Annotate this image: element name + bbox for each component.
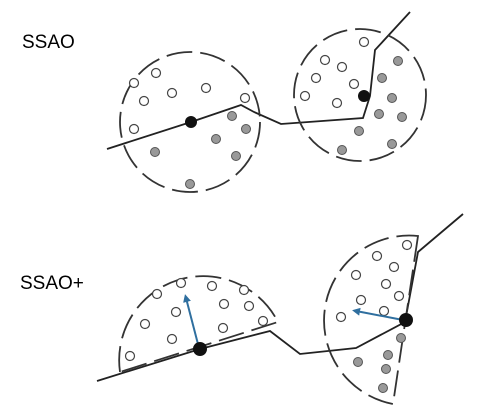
sample-filled xyxy=(227,111,237,121)
label-ssao: SSAO xyxy=(22,32,75,53)
sample-filled xyxy=(393,56,403,66)
sample-sphere-right xyxy=(293,28,427,162)
sample-open xyxy=(393,290,405,302)
sample-filled xyxy=(241,124,251,134)
ssao-plus-group xyxy=(96,213,464,406)
open-samples-bottom-left xyxy=(124,277,269,362)
sample-filled xyxy=(387,139,397,149)
sample-open xyxy=(128,77,140,89)
sample-open xyxy=(124,350,136,362)
sample-open xyxy=(239,92,251,104)
sample-open xyxy=(331,97,343,109)
filled-samples-bottom-right xyxy=(353,333,406,393)
sample-open xyxy=(166,333,178,345)
open-samples-bottom-right xyxy=(335,239,413,323)
sample-open xyxy=(217,322,229,334)
sample-origin-bottom-left xyxy=(193,342,207,356)
sample-filled xyxy=(211,134,221,144)
normal-vector-left xyxy=(183,294,200,349)
filled-samples-right xyxy=(337,56,407,155)
surface-line-top xyxy=(106,11,411,150)
sample-open xyxy=(218,298,230,310)
sample-open xyxy=(319,54,331,66)
sample-filled xyxy=(397,112,407,122)
sample-open xyxy=(151,288,163,300)
sample-filled xyxy=(150,147,160,157)
sample-open xyxy=(388,261,400,273)
sample-open xyxy=(170,306,182,318)
sample-filled xyxy=(231,151,241,161)
sample-open xyxy=(299,90,311,102)
sample-filled xyxy=(353,357,363,367)
sample-open xyxy=(206,280,218,292)
sample-sphere-left xyxy=(119,51,261,193)
open-samples-left xyxy=(128,67,251,135)
sample-open xyxy=(150,67,162,79)
sample-filled xyxy=(396,333,406,343)
sample-origin-right xyxy=(358,90,370,102)
sample-filled xyxy=(383,350,393,360)
sample-open xyxy=(380,278,392,290)
open-samples-right xyxy=(299,36,370,109)
sample-filled xyxy=(381,364,391,374)
sample-filled xyxy=(374,109,384,119)
surface-line-bottom xyxy=(96,213,464,382)
sample-open xyxy=(401,239,413,251)
sample-open xyxy=(257,315,269,327)
sample-open xyxy=(378,305,390,317)
sample-open xyxy=(355,294,367,306)
sample-open xyxy=(310,72,322,84)
sample-open xyxy=(336,61,348,73)
sample-filled xyxy=(185,179,195,189)
sample-filled xyxy=(378,383,388,393)
sample-open xyxy=(371,250,383,262)
sample-open xyxy=(200,82,212,94)
sample-open xyxy=(175,277,187,289)
sample-filled xyxy=(354,126,364,136)
sample-open xyxy=(358,36,370,48)
sample-origin-bottom-right xyxy=(399,313,413,327)
sample-open xyxy=(139,318,151,330)
sample-open xyxy=(243,300,255,312)
sample-origin-left xyxy=(185,116,197,128)
sample-open xyxy=(335,311,347,323)
sample-open xyxy=(238,284,250,296)
sample-filled xyxy=(377,73,387,83)
sample-open xyxy=(350,269,362,281)
filled-samples-left xyxy=(150,111,251,189)
sample-open xyxy=(128,123,140,135)
sample-open xyxy=(348,78,360,90)
sample-open xyxy=(138,95,150,107)
sample-open xyxy=(166,87,178,99)
normal-vector-right xyxy=(352,307,404,321)
label-ssao-plus: SSAO+ xyxy=(20,273,84,294)
ssao-top-group xyxy=(106,11,427,193)
hemisphere-right xyxy=(323,234,420,406)
sample-filled xyxy=(337,145,347,155)
sample-filled xyxy=(387,93,397,103)
